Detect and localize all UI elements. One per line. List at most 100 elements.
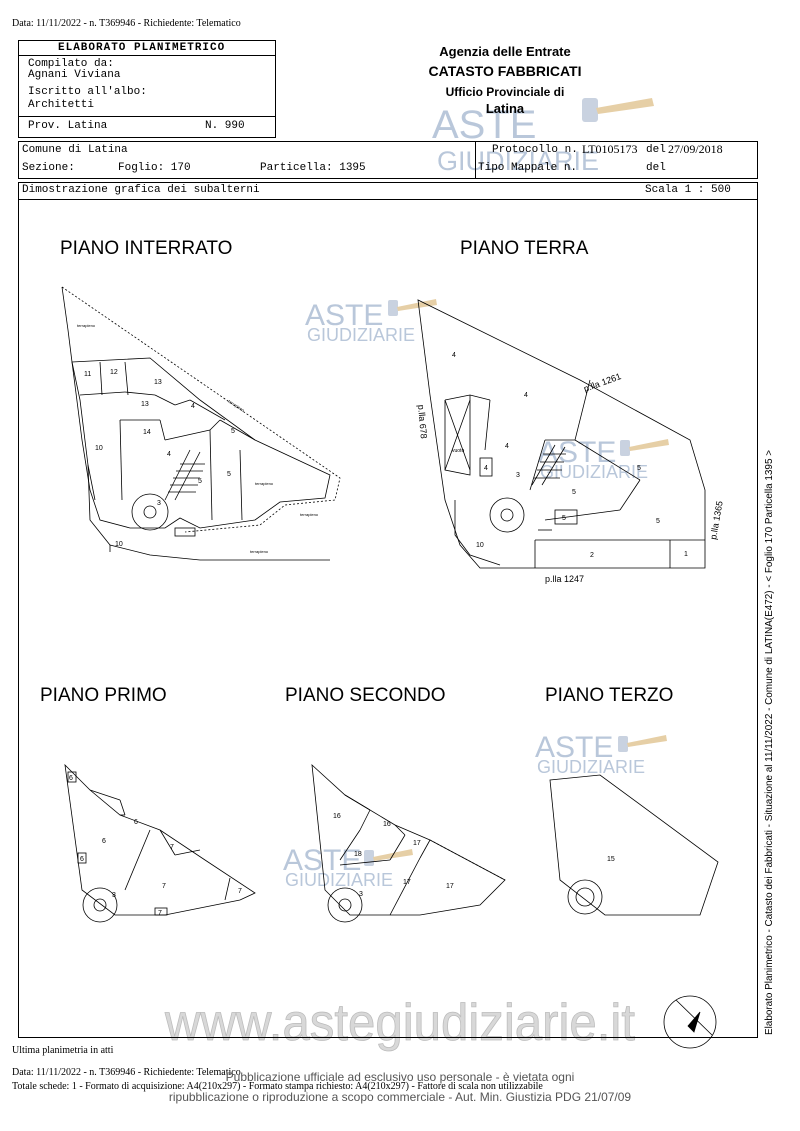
north-arrow-icon xyxy=(663,995,717,1049)
room-label: 5 xyxy=(227,471,231,478)
watermark-giudiziarie-2: GIUDIZIARIE xyxy=(540,462,648,482)
footer-data-line: Data: 11/11/2022 - n. T369946 - Richiede… xyxy=(12,1067,241,1078)
floor-title-terzo: PIANO TERZO xyxy=(545,685,674,706)
watermark-aste-1: ASTE xyxy=(305,299,383,332)
room-label: 12 xyxy=(110,369,118,376)
footer-totale-line: Totale schede: 1 - Formato di acquisizio… xyxy=(12,1081,543,1092)
room-label: 6 xyxy=(102,838,106,845)
watermark-aste-header: ASTE xyxy=(432,103,536,147)
room-label: 5 xyxy=(231,428,235,435)
floor-title-primo: PIANO PRIMO xyxy=(40,685,167,706)
watermark-giudiziarie-1: GIUDIZIARIE xyxy=(307,325,415,345)
watermark-giudiziarie-4: GIUDIZIARIE xyxy=(285,870,393,890)
room-label: 6 xyxy=(80,856,84,863)
ultima-planimetria: Ultima planimetria in atti xyxy=(12,1045,114,1056)
watermark-giudiziarie-3: GIUDIZIARIE xyxy=(537,757,645,777)
room-label: 3 xyxy=(516,472,520,479)
room-label: 16 xyxy=(383,821,391,828)
plan-interrato xyxy=(61,286,341,561)
iscritto-label: Iscritto all'albo: xyxy=(28,86,147,98)
terrapieno-label: terrapieno xyxy=(77,323,96,328)
room-label: 1 xyxy=(684,551,688,558)
room-label: 17 xyxy=(403,879,411,886)
room-label: 5 xyxy=(572,489,576,496)
room-label: 18 xyxy=(354,851,362,858)
sezione-label: Sezione: xyxy=(22,162,75,174)
watermark-url: www.astegiudiziarie.it xyxy=(164,994,635,1052)
parcel-label: p.lla 1247 xyxy=(545,574,584,584)
catasto-title: CATASTO FABBRICATI xyxy=(428,63,582,79)
room-label: 6 xyxy=(134,819,138,826)
room-label: 4 xyxy=(452,352,456,359)
room-label: 13 xyxy=(154,379,162,386)
room-label: 4 xyxy=(505,443,509,450)
publication-notice-1: Pubblicazione ufficiale ad esclusivo uso… xyxy=(225,1070,575,1084)
divider xyxy=(18,55,276,56)
gavel-icon xyxy=(620,439,669,456)
comune: Comune di Latina xyxy=(22,144,128,156)
protocollo-value: LT0105173 xyxy=(582,142,638,156)
scale: Scala 1 : 500 xyxy=(645,184,731,196)
parcel-label: p.lla 1261 xyxy=(582,371,622,394)
del-value-1: 27/09/2018 xyxy=(668,142,723,156)
divider xyxy=(475,141,476,179)
room-label: 3 xyxy=(112,892,116,899)
room-label: 5 xyxy=(562,515,566,522)
subtitle-box xyxy=(18,182,758,200)
floor-title-interrato: PIANO INTERRATO xyxy=(60,238,233,259)
room-label: 4 xyxy=(484,465,488,472)
floor-title-terra: PIANO TERRA xyxy=(460,238,589,259)
room-label: 7 xyxy=(170,844,174,851)
plan-secondo xyxy=(311,763,506,923)
room-label: 5 xyxy=(198,478,202,485)
plan-terra xyxy=(417,299,706,569)
doc-title: ELABORATO PLANIMETRICO xyxy=(58,42,226,54)
city-name: Latina xyxy=(485,101,525,116)
compiler-box xyxy=(18,40,276,138)
room-label: 4 xyxy=(191,403,195,410)
tipo-mappale-label: Tipo Mappale n. xyxy=(478,162,578,174)
particella: Particella: 1395 xyxy=(260,162,366,174)
room-label: 5 xyxy=(656,518,660,525)
side-caption: Elaborato Planimetrico - Catasto dei Fab… xyxy=(764,450,775,1035)
room-label: 13 xyxy=(141,401,149,408)
room-label: 17 xyxy=(446,883,454,890)
parcel-label: p.lla 1365 xyxy=(708,500,725,540)
terrapieno-label: terrapieno xyxy=(300,512,319,517)
registration-number: N. 990 xyxy=(205,120,245,132)
info-box xyxy=(18,141,758,179)
protocollo-label: Protocollo n. xyxy=(492,144,578,156)
room-label: 3 xyxy=(157,500,161,507)
parcel-label: p.lla 678 xyxy=(416,404,429,439)
del-label-2: del xyxy=(646,162,666,174)
terrapieno-label: terrapieno xyxy=(227,399,245,413)
room-label: 3 xyxy=(359,891,363,898)
room-label: 10 xyxy=(95,445,103,452)
compilato-label: Compilato da: xyxy=(28,58,114,70)
room-label: 10 xyxy=(476,542,484,549)
floor-title-secondo: PIANO SECONDO xyxy=(285,685,446,706)
room-label: 16 xyxy=(333,813,341,820)
room-label: 7 xyxy=(238,888,242,895)
terrapieno-label: terrapieno xyxy=(255,481,274,486)
room-label: 15 xyxy=(607,856,615,863)
room-label: 7 xyxy=(158,910,162,917)
room-label: 14 xyxy=(143,429,151,436)
gavel-icon xyxy=(388,299,437,316)
plan-terzo xyxy=(549,774,719,916)
room-label: 5 xyxy=(637,465,641,472)
gavel-icon xyxy=(618,735,667,752)
watermark-giudiziarie-header: GIUDIZIARIE xyxy=(437,146,599,176)
room-label: 2 xyxy=(590,552,594,559)
room-label: 7 xyxy=(162,883,166,890)
publication-notice-2: ripubblicazione o riproduzione a scopo c… xyxy=(168,1090,632,1104)
gavel-icon xyxy=(582,98,654,122)
room-label: 4 xyxy=(524,392,528,399)
agency-name: Agenzia delle Entrate xyxy=(439,44,571,59)
room-label: 17 xyxy=(413,840,421,847)
drawing-frame xyxy=(18,200,758,1038)
foglio: Foglio: 170 xyxy=(118,162,191,174)
room-label: 11 xyxy=(84,371,91,378)
